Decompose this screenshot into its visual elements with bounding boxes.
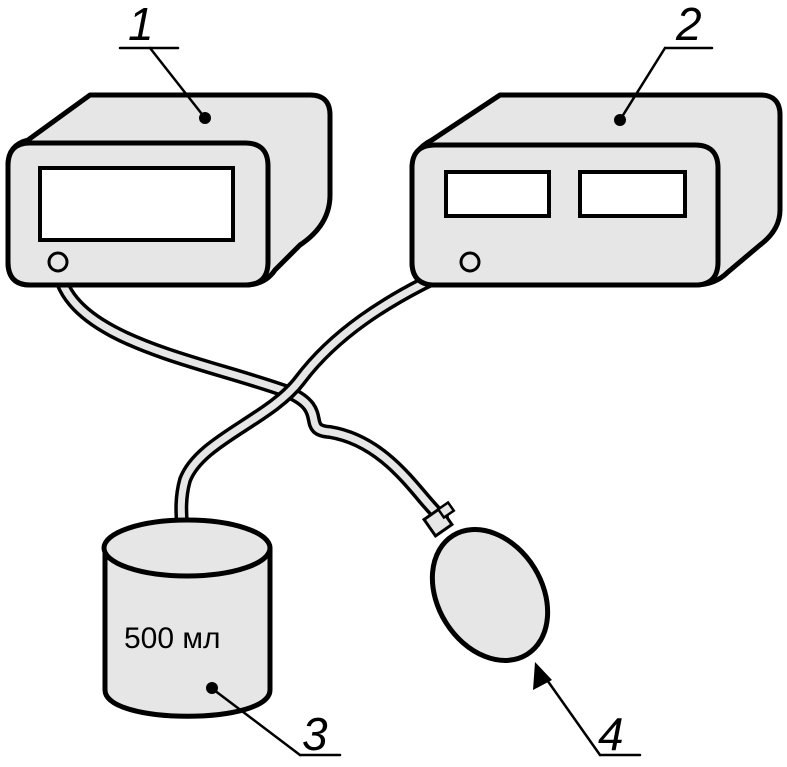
bulb-valve: [421, 500, 456, 539]
tubes: [51, 255, 477, 552]
device-2-display-right: [578, 170, 687, 218]
label-3: 3: [302, 708, 328, 760]
container: 500 мл: [101, 517, 273, 719]
leader-lines: [118, 46, 714, 757]
device-1-display: [38, 166, 235, 242]
label-1: 1: [128, 0, 154, 50]
device-1-port: [47, 251, 69, 273]
container-body: [102, 545, 273, 719]
device-1: [5, 92, 333, 288]
container-top: [101, 517, 273, 579]
arrow-head-4: [533, 662, 552, 690]
bulb: [421, 500, 551, 663]
device-2-display-left: [444, 170, 551, 218]
device-2-port: [459, 251, 481, 273]
label-4: 4: [598, 708, 624, 760]
bulb-body: [429, 527, 551, 663]
container-volume-label: 500 мл: [124, 622, 221, 655]
label-2: 2: [675, 0, 702, 50]
device-2: [409, 92, 783, 288]
